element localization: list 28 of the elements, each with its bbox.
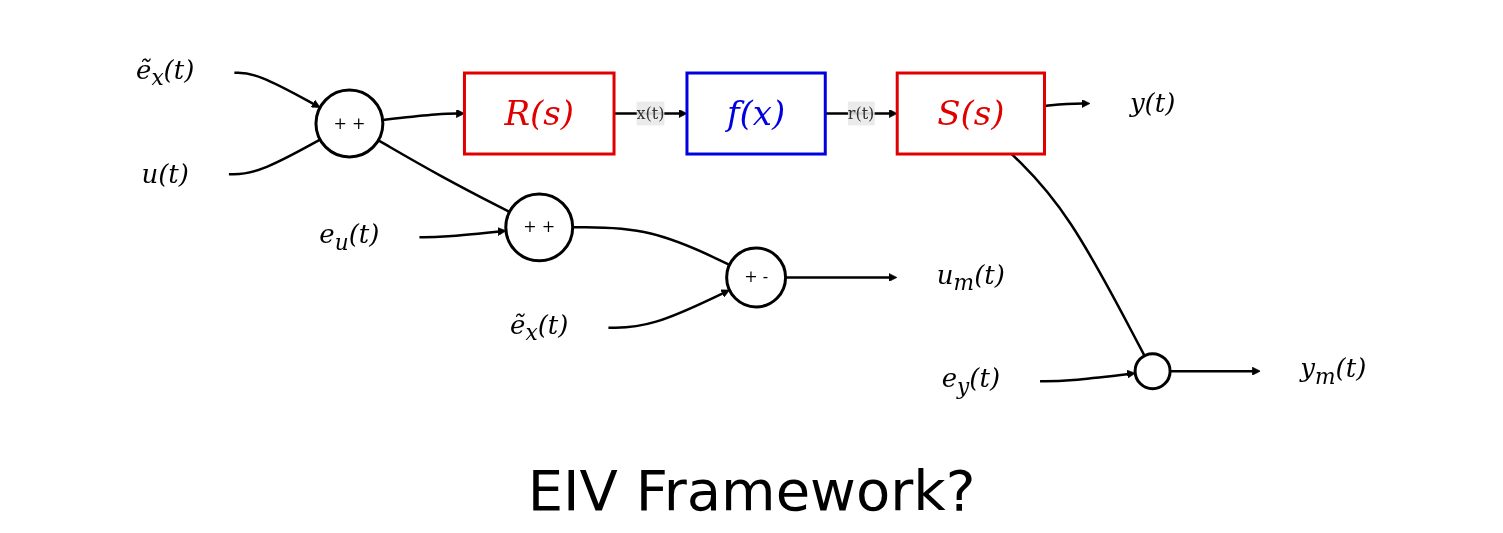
arrow (1040, 369, 1136, 383)
node-box: R(s) (463, 71, 616, 156)
node-text: ẽ$_{x}$(t) (136, 54, 195, 91)
arrow (1170, 366, 1262, 376)
arrow (419, 227, 507, 239)
connector (378, 139, 511, 214)
arrow (234, 71, 321, 108)
node-circle: + + (504, 192, 575, 263)
arrow (785, 273, 898, 282)
node-box: S(s) (896, 71, 1047, 156)
node-text: y(t) (1130, 88, 1176, 118)
node-text: y$_{m}$(t) (1300, 353, 1367, 389)
diagram-title: EIV Framework? (527, 458, 976, 523)
arrow (608, 289, 731, 329)
node-box: f(x) (685, 71, 828, 156)
node-text: ẽ$_{x}$(t) (510, 309, 569, 345)
connector (573, 226, 731, 266)
node-circle: + + (314, 88, 385, 159)
connector (229, 138, 321, 176)
node-circle: + - (725, 246, 788, 309)
node-text: u(t) (141, 158, 190, 189)
node-text: e$_{y}$(t) (942, 363, 1001, 399)
edge-label: x(t) (636, 103, 665, 123)
node-text: u$_{m}$(t) (937, 259, 1006, 295)
node-circle (1133, 352, 1172, 391)
edge-label: r(t) (848, 103, 875, 123)
arrow (1044, 99, 1091, 108)
node-text: e$_{u}$(t) (319, 219, 380, 255)
